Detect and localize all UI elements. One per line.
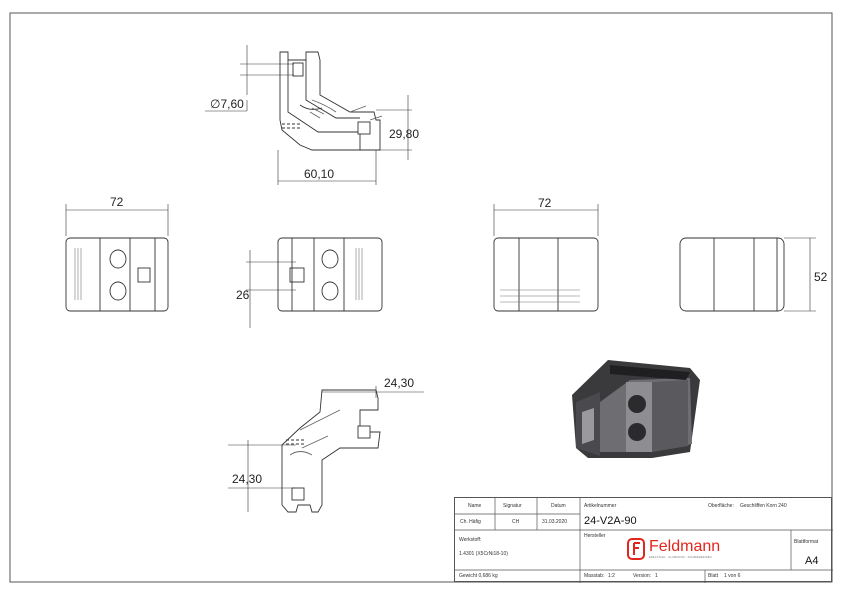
bottom-view-dimensions [228, 386, 424, 512]
value-scale: 1:2 [608, 573, 615, 579]
value-name: Ch. Häfig [460, 519, 481, 525]
dim-width-top: 60,10 [304, 167, 334, 181]
bottom-view [281, 389, 381, 513]
value-date: 31.03.2020 [542, 519, 568, 525]
value-sheet-format: A4 [805, 555, 819, 567]
label-scale: Masstab: [584, 573, 605, 579]
label-article-no: Artikelnummer [584, 503, 617, 509]
label-material: Werkstoff: [459, 537, 482, 543]
left-front-view [65, 237, 169, 312]
label-manufacturer: Hersteller [584, 533, 606, 539]
label-sheet: Blatt [708, 573, 719, 579]
back-view-dimension [493, 204, 599, 236]
dim-height-side: 52 [814, 270, 828, 284]
center-view-dimension [246, 250, 296, 328]
dim-width-left: 72 [110, 195, 124, 209]
dim-height-right: 29,80 [389, 127, 419, 141]
feldmann-logo-icon [627, 538, 645, 560]
value-sheet: 1 von 6 [724, 573, 741, 579]
logo-name: Feldmann [649, 538, 721, 555]
side-view [679, 237, 785, 312]
dim-height-front: 26 [236, 288, 250, 302]
dim-width-mid: 72 [538, 196, 552, 210]
label-date: Datum [551, 503, 566, 509]
dim-offset-bottom-left: 24,30 [232, 472, 262, 486]
label-signature: Signatur [503, 503, 522, 509]
left-view-dimension [65, 204, 169, 236]
label-version: Version: [633, 573, 652, 579]
title-block: Name Signatur Datum Ch. Häfig CH 31.03.2… [454, 497, 833, 583]
value-signature: CH [512, 519, 520, 525]
value-version: 1 [655, 573, 658, 579]
side-view-dimension [784, 237, 816, 312]
value-surface: Geschliffen Korn 240 [740, 503, 787, 509]
isometric-render [572, 360, 700, 458]
center-front-view [277, 237, 383, 312]
feldmann-logo: Feldmann EDELSTAHL · ALUMINIUM · SCHMIED… [627, 538, 720, 560]
logo-tagline: EDELSTAHL · ALUMINIUM · SCHMIEDEEISEN [649, 556, 712, 559]
value-material: 1.4301 (X5CrNi18-10) [459, 551, 508, 557]
label-surface: Oberfläche: [708, 503, 734, 509]
label-sheet-format: Blattformat [794, 539, 819, 545]
label-name: Name [468, 503, 482, 509]
dim-diameter: ∅7,60 [210, 97, 244, 111]
value-weight: Gewicht 0,686 kg [459, 573, 498, 579]
dim-offset-bottom-top: 24,30 [384, 376, 414, 390]
top-view [279, 51, 383, 151]
top-view-dimensions [205, 45, 412, 185]
back-view [493, 237, 599, 312]
value-article-no: 24-V2A-90 [584, 515, 637, 527]
drawing-frame [9, 12, 833, 583]
title-block-grid [455, 498, 833, 583]
